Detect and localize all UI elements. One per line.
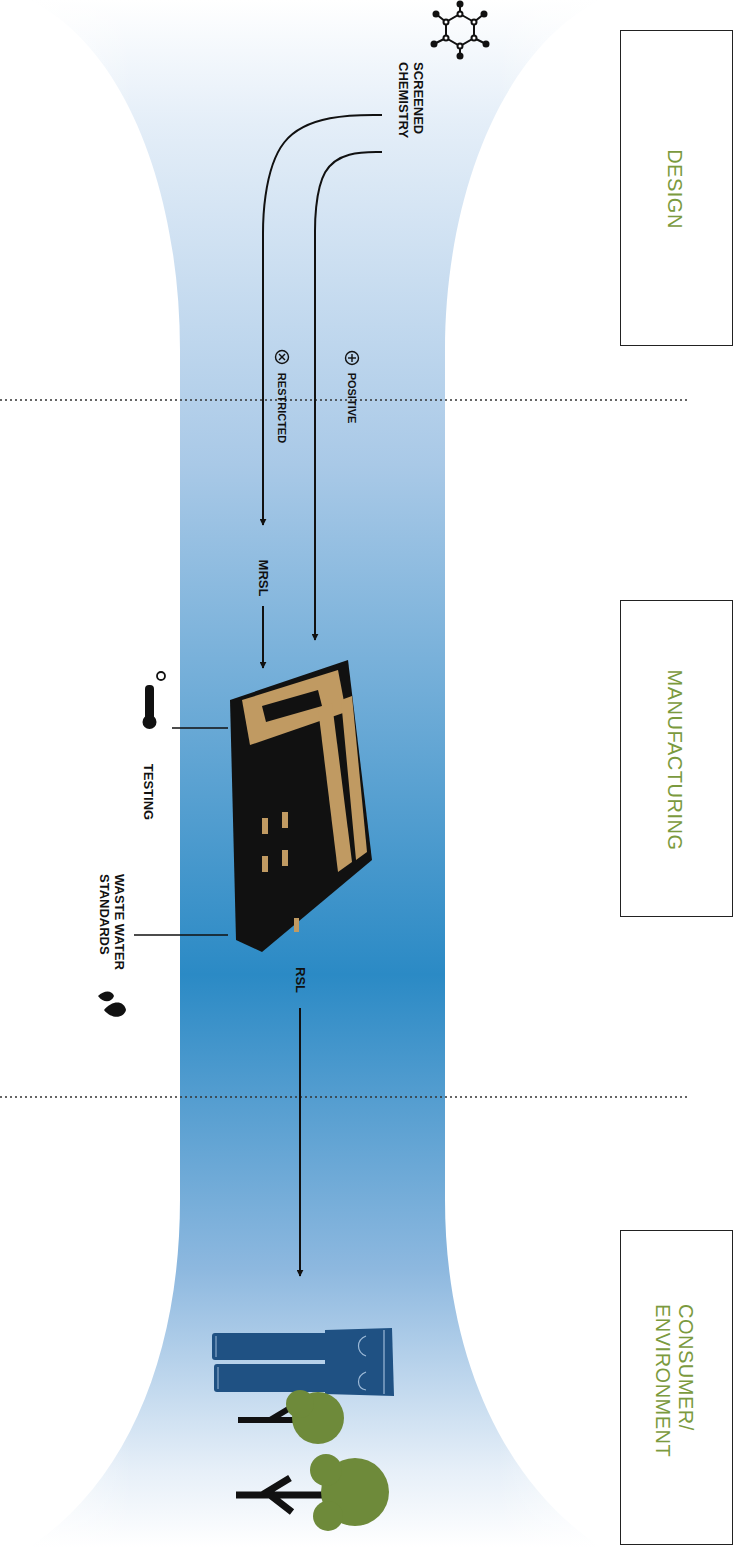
water-drop-icon [98, 992, 126, 1017]
positive-symbol [346, 352, 359, 365]
process-label: TESTING [141, 764, 156, 820]
flow-arrow [263, 115, 382, 240]
process-label: WASTE WATER STANDARDS [96, 874, 126, 982]
flow-arrow [262, 606, 264, 668]
flow-arrows [263, 115, 382, 1276]
molecule-icon [431, 1, 490, 60]
thermometer-icon [143, 672, 166, 729]
restricted-symbol [276, 351, 289, 364]
jeans-illustration [212, 1328, 394, 1396]
stage-divider [0, 399, 690, 400]
leader-line [134, 934, 228, 936]
leader-line [172, 727, 228, 729]
stage-box: CONSUMER/ ENVIRONMENT [620, 1230, 733, 1545]
factory-building [230, 660, 372, 952]
stage-box: DESIGN [620, 30, 733, 346]
flow-arrow [299, 1008, 301, 1276]
stage-title: DESIGN [662, 149, 685, 229]
flow-arrow [262, 240, 264, 525]
flow-arrow [315, 152, 382, 235]
tree-illustration [236, 1390, 389, 1531]
stage-title: CONSUMER/ ENVIRONMENT [651, 1304, 697, 1474]
stage-box: MANUFACTURING [620, 600, 733, 917]
arrow-label: POSITIVE [346, 373, 359, 424]
stage-title: MANUFACTURING [662, 669, 685, 850]
list-label: RSL [293, 967, 308, 993]
flow-band-fade [30, 0, 600, 1547]
flow-arrow [314, 235, 316, 640]
arrow-label: RESTRICTED [276, 373, 289, 443]
stage-divider [0, 1096, 690, 1097]
flow-band [30, 0, 600, 1547]
list-label: MRSL [256, 560, 271, 597]
source-label: SCREENED CHEMISTRY [395, 62, 425, 146]
